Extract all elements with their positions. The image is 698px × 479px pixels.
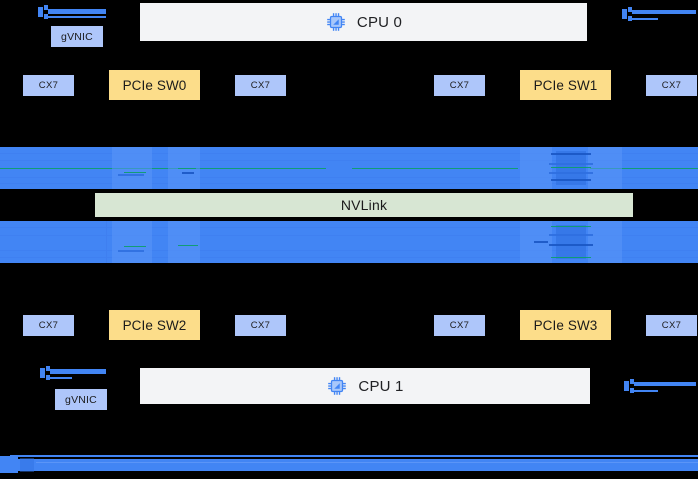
nvlink-label: NVLink xyxy=(340,197,388,213)
cx7-nic-2: CX7 xyxy=(434,75,485,96)
gpu-band-lower xyxy=(0,221,698,263)
pcie-switch-1: PCIe SW1 xyxy=(520,70,611,100)
cx7-nic-7-label: CX7 xyxy=(661,320,682,331)
gvnic-network-icon-bottom-left xyxy=(40,366,110,382)
pcie-switch-2: PCIe SW2 xyxy=(109,310,200,340)
cx7-nic-1-label: CX7 xyxy=(250,80,271,91)
cx7-nic-0: CX7 xyxy=(23,75,74,96)
cx7-nic-5-label: CX7 xyxy=(250,320,271,331)
pcie-switch-0-label: PCIe SW0 xyxy=(122,77,187,93)
gvnic-network-icon-bottom-right xyxy=(624,379,698,395)
pcie-switch-3: PCIe SW3 xyxy=(520,310,611,340)
cx7-nic-4: CX7 xyxy=(23,315,74,336)
cpu1-panel: CPU 1 xyxy=(140,368,590,404)
cx7-nic-0-label: CX7 xyxy=(38,80,59,91)
nvlink-bar: NVLink xyxy=(95,193,633,217)
gvnic-label-top-text: gVNIC xyxy=(61,30,93,43)
gvnic-label-bottom-text: gVNIC xyxy=(65,393,97,406)
cx7-nic-6-label: CX7 xyxy=(449,320,470,331)
cx7-nic-6: CX7 xyxy=(434,315,485,336)
cpu-chip-icon-1 xyxy=(328,377,347,395)
cx7-nic-3-label: CX7 xyxy=(661,80,682,91)
cx7-nic-7: CX7 xyxy=(646,315,697,336)
cx7-nic-1: CX7 xyxy=(235,75,286,96)
pcie-switch-3-label: PCIe SW3 xyxy=(533,317,598,333)
pcie-switch-1-label: PCIe SW1 xyxy=(533,77,598,93)
gvnic-network-icon-top-right xyxy=(622,7,696,23)
cx7-nic-3: CX7 xyxy=(646,75,697,96)
cx7-nic-4-label: CX7 xyxy=(38,320,59,331)
cpu1-label: CPU 1 xyxy=(358,377,404,395)
gvnic-label-top: gVNIC xyxy=(51,26,103,47)
pcie-switch-0: PCIe SW0 xyxy=(109,70,200,100)
cpu-chip-icon-0 xyxy=(327,13,345,31)
gvnic-network-icon-top-left xyxy=(38,5,110,21)
cx7-nic-2-label: CX7 xyxy=(449,80,470,91)
cpu0-panel: CPU 0 xyxy=(140,3,587,41)
gpu-band-upper xyxy=(0,147,698,189)
pcie-switch-2-label: PCIe SW2 xyxy=(122,317,187,333)
cx7-nic-5: CX7 xyxy=(235,315,286,336)
cpu0-label: CPU 0 xyxy=(356,13,403,31)
gvnic-label-bottom: gVNIC xyxy=(55,389,107,410)
